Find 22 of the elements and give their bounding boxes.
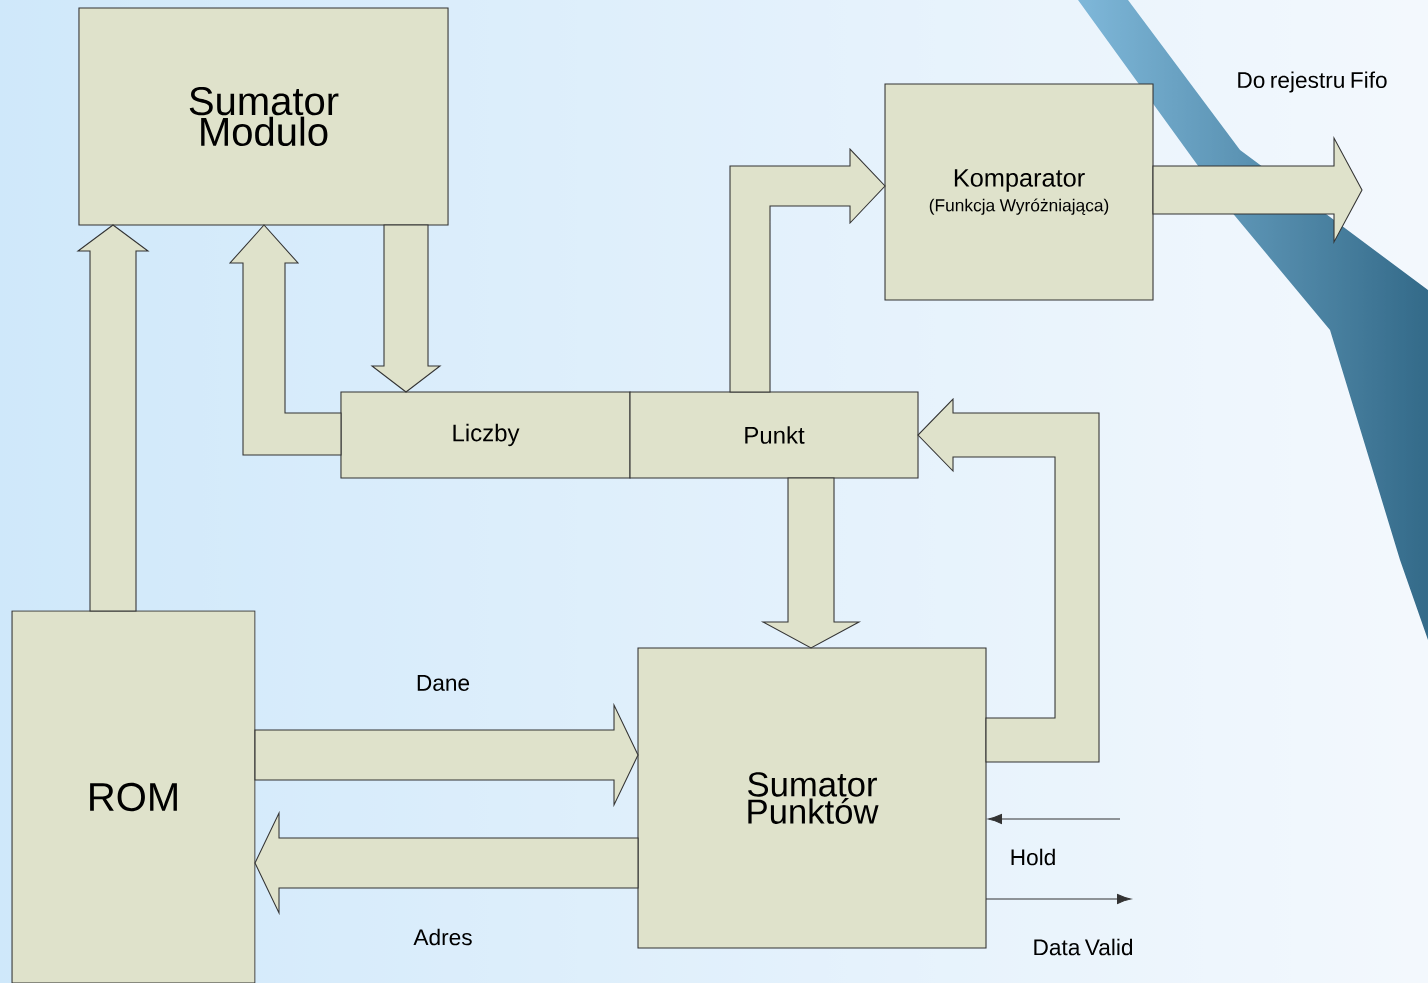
- block-box: ROM: [11, 610, 256, 983]
- block-arrow: [729, 147, 886, 393]
- block-box: Punkt: [629, 391, 919, 479]
- edge-label: Dane: [417, 675, 470, 691]
- block-arrow: [254, 702, 639, 808]
- block-box: Sumator Modulo: [78, 7, 449, 226]
- block-box: Sumator Punktów: [637, 647, 987, 949]
- edge-label: Hold: [1011, 848, 1055, 866]
- block-arrow: [760, 477, 862, 649]
- edge-label: Do rejestru Fifo: [1238, 71, 1387, 93]
- edge-label: Data Valid: [1034, 938, 1133, 956]
- block-box: Komparator (Funkcja Wyróżniająca): [884, 83, 1154, 301]
- arrow: [987, 814, 1121, 824]
- block-arrow: [1152, 135, 1363, 245]
- block-arrow: [76, 224, 150, 612]
- block-arrow: [370, 224, 442, 393]
- arrow: [985, 894, 1132, 904]
- block-arrow: [254, 810, 639, 916]
- edge-label: Adres: [413, 928, 472, 946]
- block-box: Liczby: [340, 391, 631, 479]
- block-arrow: [228, 224, 342, 456]
- block-arrow: [917, 397, 1100, 763]
